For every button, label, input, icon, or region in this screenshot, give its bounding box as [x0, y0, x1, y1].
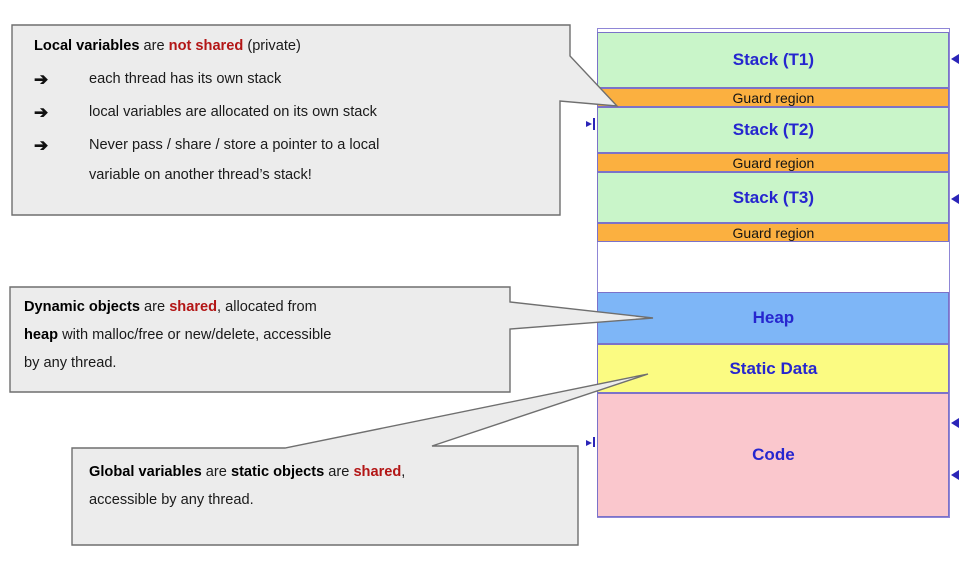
callout2-line-1-plain2: , allocated from	[217, 299, 317, 315]
callout3-line-1-plain3: ,	[401, 464, 406, 480]
callout1-heading-plain2: (private)	[243, 38, 301, 54]
callout1-bullet-2-text: local variables are allocated on its own…	[89, 104, 377, 120]
memory-block-heap[interactable]: Heap	[597, 292, 950, 344]
callout-global-variables: Global variables are static objects are …	[72, 448, 578, 545]
memory-block-label: Stack (T1)	[732, 50, 815, 69]
boundary-marker-code-top-icon	[951, 418, 959, 428]
callout1-bullet-3-text: Never pass / share / store a pointer to …	[89, 137, 380, 153]
callout-dynamic-objects: Dynamic objects are shared, allocated fr…	[10, 287, 510, 392]
callout2-line-2-lead: heap	[24, 327, 59, 343]
memory-block-label: Stack (T3)	[732, 187, 815, 207]
boundary-marker-stack-t3-icon	[951, 194, 959, 204]
memory-block-label: Heap	[752, 308, 795, 327]
callout1-heading-emphasis: not shared	[168, 38, 244, 54]
callout1-heading: Local variables are not shared (private)	[34, 39, 301, 54]
callout2-line-1: Dynamic objects are shared, allocated fr…	[24, 300, 317, 315]
callout3-line-1-plain2: are	[324, 464, 354, 480]
arrow-right-icon: ➔	[34, 136, 49, 155]
memory-block-label: Code	[752, 445, 795, 464]
memory-block-label: Guard region	[732, 89, 815, 106]
callout1-heading-plain1: are	[139, 38, 169, 54]
callout3-line-1-lead: Global variables	[89, 464, 202, 480]
memory-block-stack-t1[interactable]: Stack (T1)	[597, 32, 950, 88]
callout2-line-1-plain1: are	[139, 299, 170, 315]
callout3-line-1-emphasis: shared	[353, 464, 402, 480]
arrow-right-icon: ➔	[34, 70, 49, 89]
callout1-bullet-1-text: each thread has its own stack	[89, 71, 282, 87]
memory-block-stack-t2[interactable]: Stack (T2)	[597, 107, 950, 153]
callout2-line-2: heap with malloc/free or new/delete, acc…	[24, 328, 331, 343]
callout2-line-2-plain1: with malloc/free or new/delete, accessib…	[58, 327, 332, 343]
boundary-marker-code-bottom-icon	[951, 470, 959, 480]
memory-block-guard-3[interactable]: Guard region	[597, 223, 950, 242]
memory-block-guard-2[interactable]: Guard region	[597, 153, 950, 172]
memory-layout-diagram: Stack (T1) Guard region Stack (T2) Guard…	[597, 28, 950, 518]
callout-shape-local-variables	[11, 24, 619, 216]
boundary-marker-stack-t1-icon	[951, 54, 959, 64]
callout3-line-1-bold2: static objects	[230, 464, 325, 480]
callout-local-variables: Local variables are not shared (private)…	[12, 25, 570, 215]
memory-block-guard-1[interactable]: Guard region	[597, 88, 950, 107]
callout2-line-1-emphasis: shared	[169, 299, 218, 315]
callout3-line-1: Global variables are static objects are …	[89, 465, 405, 480]
callout2-line-3: by any thread.	[24, 355, 117, 371]
callout3-line-1-plain1: are	[201, 464, 231, 480]
memory-block-label: Static Data	[729, 358, 818, 378]
boundary-marker-stack-t2-icon	[586, 121, 592, 127]
callout2-line-1-lead: Dynamic objects	[24, 299, 140, 315]
callout1-bullet-3-continued: variable on another thread’s stack!	[89, 167, 312, 183]
memory-block-stack-t3[interactable]: Stack (T3)	[597, 172, 950, 223]
callout1-heading-lead: Local variables	[34, 38, 140, 54]
memory-block-label: Stack (T2)	[732, 120, 815, 139]
memory-block-label: Guard region	[732, 224, 815, 241]
boundary-marker-code-left-icon	[586, 440, 592, 446]
memory-block-static-data[interactable]: Static Data	[597, 344, 950, 393]
memory-block-code[interactable]: Code	[597, 393, 950, 517]
memory-block-label: Guard region	[732, 154, 815, 171]
callout-shape-global-variables	[71, 373, 649, 546]
boundary-stub-left-upper	[593, 118, 595, 130]
callout-shape-dynamic-objects	[9, 286, 654, 393]
callout3-line-2: accessible by any thread.	[89, 492, 254, 508]
arrow-right-icon: ➔	[34, 103, 49, 122]
boundary-stub-left-lower	[593, 437, 595, 447]
